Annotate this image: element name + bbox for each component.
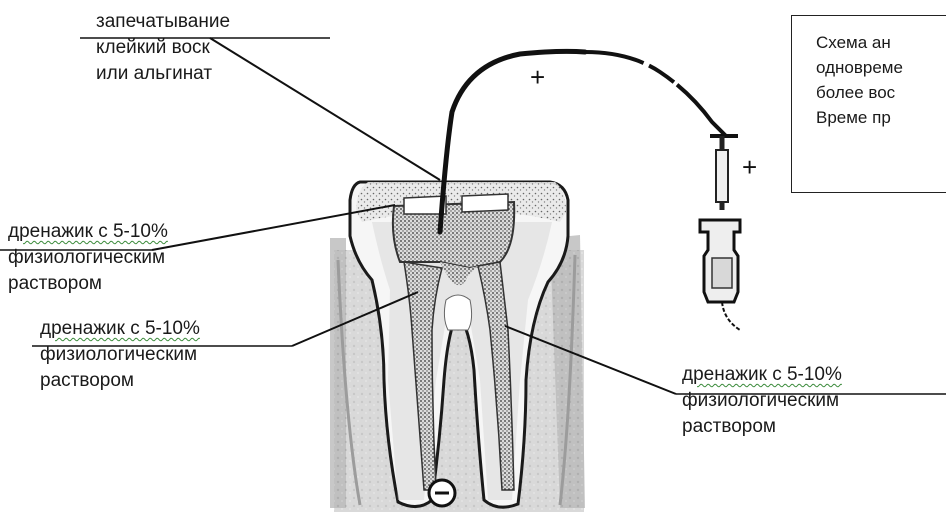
note-line3: более вос <box>816 80 946 105</box>
note-line1: Схема ан <box>816 30 946 55</box>
label-drain-left-line3: раствором <box>8 271 168 297</box>
label-drain-left: дренажик с 5-10% физиологическим раствор… <box>8 219 168 297</box>
plus-sign-wire: + <box>530 62 545 92</box>
plus-sign-electrode: + <box>742 152 757 182</box>
label-drain-right-line3: раствором <box>682 414 842 440</box>
note-line4: Време пр <box>816 105 946 130</box>
label-drain-middle-line1: дренажик с 5-10% <box>40 316 200 342</box>
label-drain-middle-line3: раствором <box>40 368 200 394</box>
label-drain-right-line1: дренажик с 5-10% <box>682 362 842 388</box>
scheme-note-box: Схема ан одновреме более вос Време пр <box>791 15 946 193</box>
note-line2: одновреме <box>816 55 946 80</box>
label-drain-right-line2: физиологическим <box>682 388 842 414</box>
label-drain-middle-line2: физиологическим <box>40 342 200 368</box>
label-seal-line1: запечатывание <box>96 9 230 35</box>
negative-electrode <box>429 480 455 506</box>
label-seal-line3: или альгинат <box>96 61 230 87</box>
pulp-chamber <box>393 194 514 268</box>
label-drain-left-line2: физиологическим <box>8 245 168 271</box>
label-drain-middle: дренажик с 5-10% физиологическим раствор… <box>40 316 200 394</box>
label-seal-line2: клейкий воск <box>96 35 230 61</box>
label-drain-left-line1: дренажик с 5-10% <box>8 219 168 245</box>
label-drain-right: дренажик с 5-10% физиологическим раствор… <box>682 362 842 440</box>
electrode-holder <box>700 136 740 330</box>
label-seal: запечатывание клейкий воск или альгинат <box>96 9 230 87</box>
